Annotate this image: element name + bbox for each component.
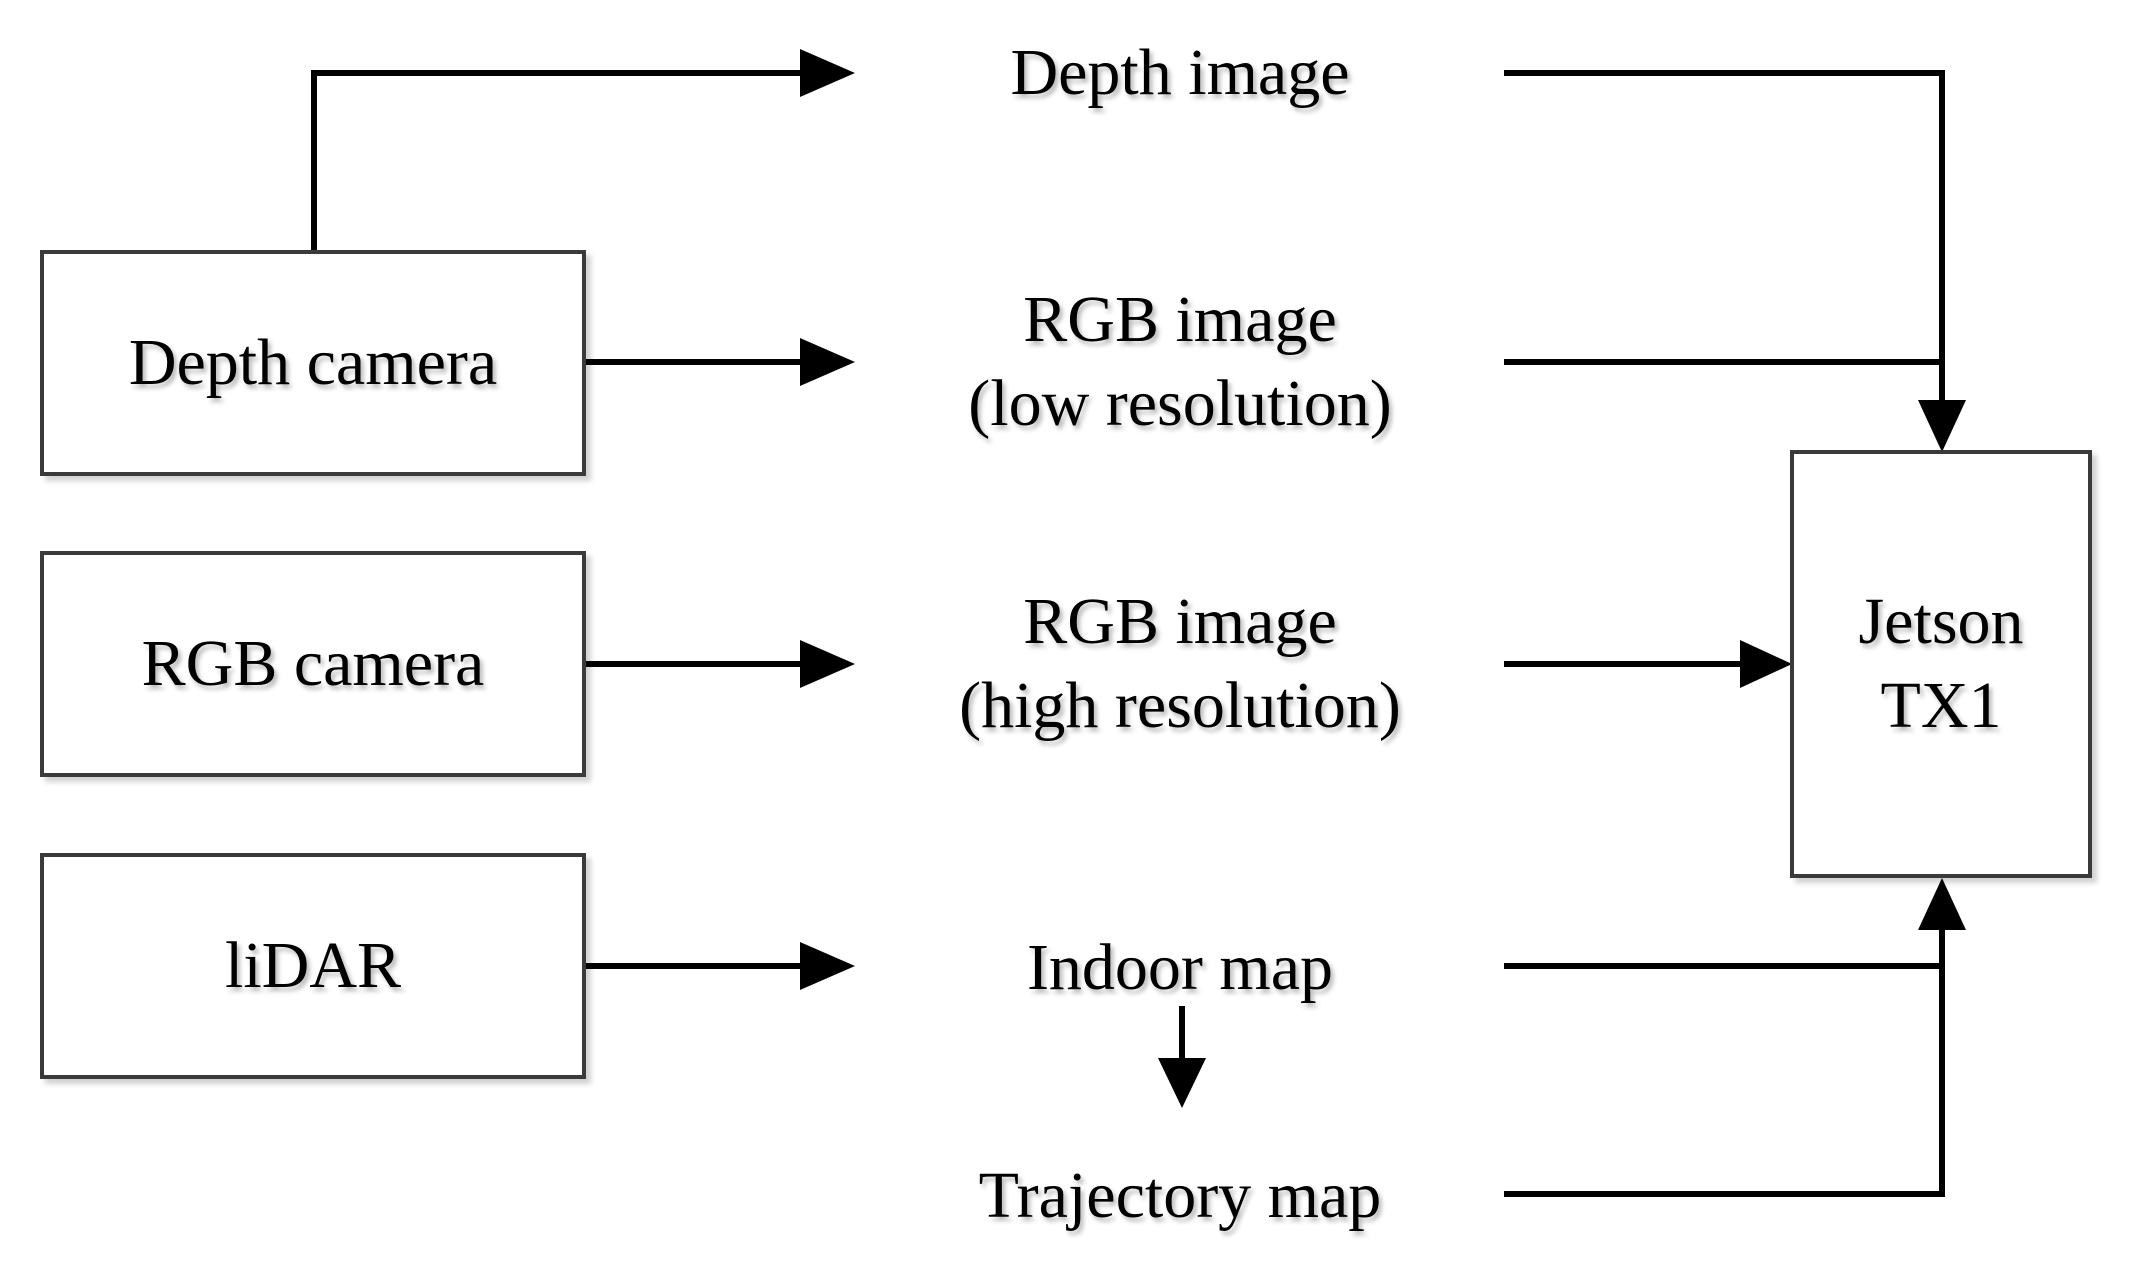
arrowhead-jetson-bottom — [1918, 878, 1966, 930]
rgb-image-low-line1: RGB image — [1023, 283, 1337, 356]
jetson-label-line1: Jetson — [1858, 585, 2024, 658]
line-depth-camera-to-depth-image — [311, 70, 810, 250]
rgb-image-high-line1: RGB image — [1023, 585, 1337, 658]
line-depth-image-to-jetson — [1504, 70, 1945, 408]
rgb-image-high-line2: (high resolution) — [959, 669, 1401, 742]
lidar-box: liDAR — [40, 853, 586, 1079]
arrowhead-rgb-low — [800, 338, 855, 386]
rgb-camera-box: RGB camera — [40, 551, 586, 777]
rgb-image-low-label: RGB image (low resolution) — [880, 278, 1480, 446]
jetson-label: Jetson TX1 — [1859, 580, 2024, 748]
rgb-image-low-line2: (low resolution) — [968, 367, 1392, 440]
rgb-image-high-label: RGB image (high resolution) — [880, 580, 1480, 748]
jetson-label-line2: TX1 — [1880, 669, 2002, 742]
arrowhead-rgb-high — [800, 640, 855, 688]
rgb-camera-label: RGB camera — [141, 627, 485, 700]
arrowhead-depth-image — [800, 49, 855, 97]
lidar-label: liDAR — [224, 929, 402, 1002]
line-trajectory-map-to-jetson — [1504, 922, 1945, 1197]
indoor-map-label: Indoor map — [1026, 931, 1334, 1004]
arrowhead-indoor-map — [800, 942, 855, 990]
arrowhead-jetson-top — [1918, 400, 1966, 452]
arrowhead-trajectory-map — [1158, 1058, 1206, 1108]
depth-camera-label: Depth camera — [128, 326, 498, 399]
depth-image-label: Depth image — [1010, 36, 1350, 109]
depth-camera-box: Depth camera — [40, 250, 586, 476]
arrowhead-jetson-left — [1740, 640, 1792, 688]
trajectory-map-label: Trajectory map — [978, 1159, 1382, 1232]
jetson-box: Jetson TX1 — [1790, 450, 2092, 878]
